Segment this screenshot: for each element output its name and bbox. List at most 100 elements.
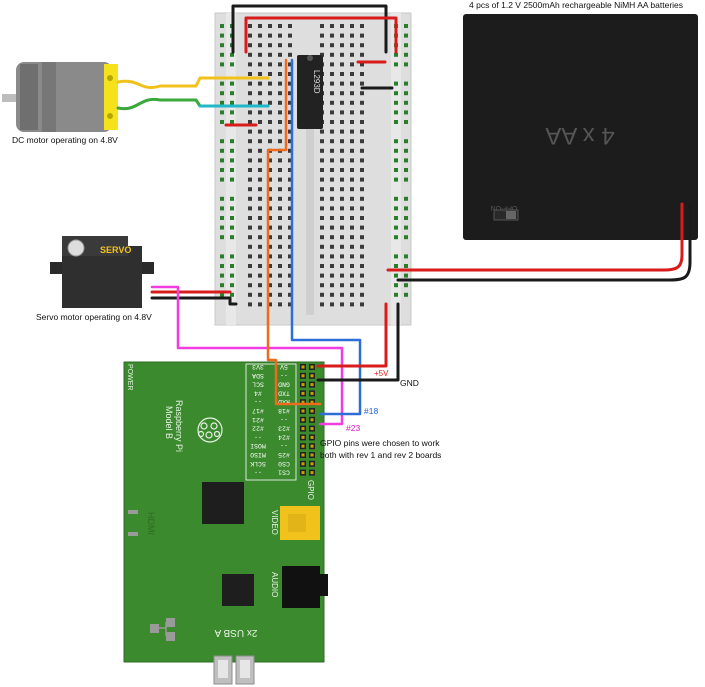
breadboard-hole xyxy=(320,139,324,144)
breadboard-hole xyxy=(330,33,334,38)
gpio-left-label: #17 xyxy=(252,407,264,414)
breadboard-hole xyxy=(288,187,292,192)
breadboard-hole xyxy=(330,81,334,86)
breadboard-hole xyxy=(340,206,344,211)
breadboard-hole xyxy=(394,100,398,105)
gpio-label: GPIO xyxy=(306,480,315,500)
breadboard-hole xyxy=(360,148,364,153)
breadboard-hole xyxy=(350,129,354,134)
breadboard-hole xyxy=(230,254,234,259)
breadboard-hole xyxy=(404,254,408,259)
breadboard-hole xyxy=(320,43,324,48)
breadboard-hole xyxy=(394,81,398,86)
breadboard-hole xyxy=(360,129,364,134)
breadboard-hole xyxy=(350,216,354,220)
breadboard-hole xyxy=(394,158,398,163)
breadboard-hole xyxy=(288,110,292,115)
gpio-note-line2: both with rev 1 and rev 2 boards xyxy=(320,450,441,460)
gpio-pin-core xyxy=(301,400,305,404)
label-5v: +5V xyxy=(374,369,389,378)
wire-red-5v xyxy=(316,302,388,368)
breadboard-hole xyxy=(248,302,252,307)
breadboard-hole xyxy=(258,52,262,57)
breadboard-hole xyxy=(278,168,282,172)
wire-red-top xyxy=(244,16,398,54)
breadboard-hole xyxy=(278,254,282,259)
breadboard-hole xyxy=(340,43,344,48)
battery-caption: 4 pcs of 1.2 V 2500mAh rechargeable NiMH… xyxy=(469,0,683,10)
breadboard-hole xyxy=(350,225,354,230)
network-icon xyxy=(150,618,175,641)
gpio-left-label: MISO xyxy=(250,451,266,458)
wire-battery-black xyxy=(396,202,692,282)
breadboard-hole xyxy=(220,33,224,38)
breadboard-hole xyxy=(340,302,344,307)
breadboard-hole xyxy=(350,43,354,48)
breadboard-hole xyxy=(278,91,282,96)
wire-servo-black xyxy=(150,296,238,306)
breadboard-hole xyxy=(248,72,252,76)
breadboard-hole xyxy=(220,196,224,201)
breadboard-hole xyxy=(350,100,354,105)
breadboard-hole xyxy=(278,43,282,48)
gpio-right-label: #23 xyxy=(278,425,290,432)
breadboard-hole xyxy=(220,62,224,67)
breadboard-hole xyxy=(404,264,408,268)
breadboard-hole xyxy=(248,43,252,48)
gpio-right-label: #25 xyxy=(278,451,290,458)
breadboard-power-rails xyxy=(220,24,408,297)
breadboard-hole xyxy=(220,120,224,124)
breadboard-hole xyxy=(288,33,292,38)
breadboard-hole xyxy=(220,91,224,96)
breadboard-hole xyxy=(268,292,272,297)
gpio-right-label: CS1 xyxy=(278,469,290,476)
breadboard-hole xyxy=(394,120,398,124)
breadboard-hole xyxy=(230,196,234,201)
chip-label: L293D xyxy=(312,70,321,94)
breadboard-hole xyxy=(258,148,262,153)
breadboard-hole xyxy=(350,264,354,268)
breadboard-hole xyxy=(278,264,282,268)
breadboard-hole xyxy=(340,33,344,38)
gpio-pin-header xyxy=(300,364,315,476)
breadboard-hole xyxy=(360,139,364,144)
breadboard-hole xyxy=(394,235,398,240)
breadboard-hole xyxy=(278,283,282,288)
label-gnd: GND xyxy=(400,378,419,388)
breadboard-hole xyxy=(404,110,408,115)
breadboard-hole xyxy=(404,120,408,124)
breadboard-hole xyxy=(278,33,282,38)
breadboard-hole xyxy=(258,216,262,220)
breadboard-hole xyxy=(320,254,324,259)
breadboard-hole xyxy=(340,81,344,86)
pi-lan-chip xyxy=(222,574,254,606)
breadboard-hole xyxy=(220,100,224,105)
breadboard-hole xyxy=(258,225,262,230)
breadboard-hole xyxy=(268,81,272,86)
breadboard-hole xyxy=(330,264,334,268)
breadboard-hole xyxy=(330,302,334,307)
breadboard-hole xyxy=(404,225,408,230)
breadboard-hole xyxy=(248,120,252,124)
breadboard-hole xyxy=(248,225,252,230)
breadboard-hole xyxy=(278,225,282,230)
breadboard-hole xyxy=(278,139,282,144)
breadboard-hole xyxy=(350,81,354,86)
gpio-pin-core xyxy=(301,453,305,457)
breadboard-hole xyxy=(330,168,334,172)
breadboard-hole xyxy=(404,177,408,182)
gpio-pin-core xyxy=(310,409,314,413)
breadboard-hole xyxy=(360,110,364,115)
breadboard-hole xyxy=(330,139,334,144)
gpio-pin-core xyxy=(310,383,314,387)
breadboard-hole xyxy=(350,120,354,124)
wire-battery-red xyxy=(388,202,684,272)
wire-orange xyxy=(266,58,322,406)
breadboard-hole xyxy=(330,72,334,76)
breadboard-hole xyxy=(258,139,262,144)
breadboard-hole xyxy=(340,24,344,28)
breadboard-hole xyxy=(248,244,252,249)
breadboard-hole xyxy=(288,43,292,48)
dc-motor xyxy=(2,62,118,132)
